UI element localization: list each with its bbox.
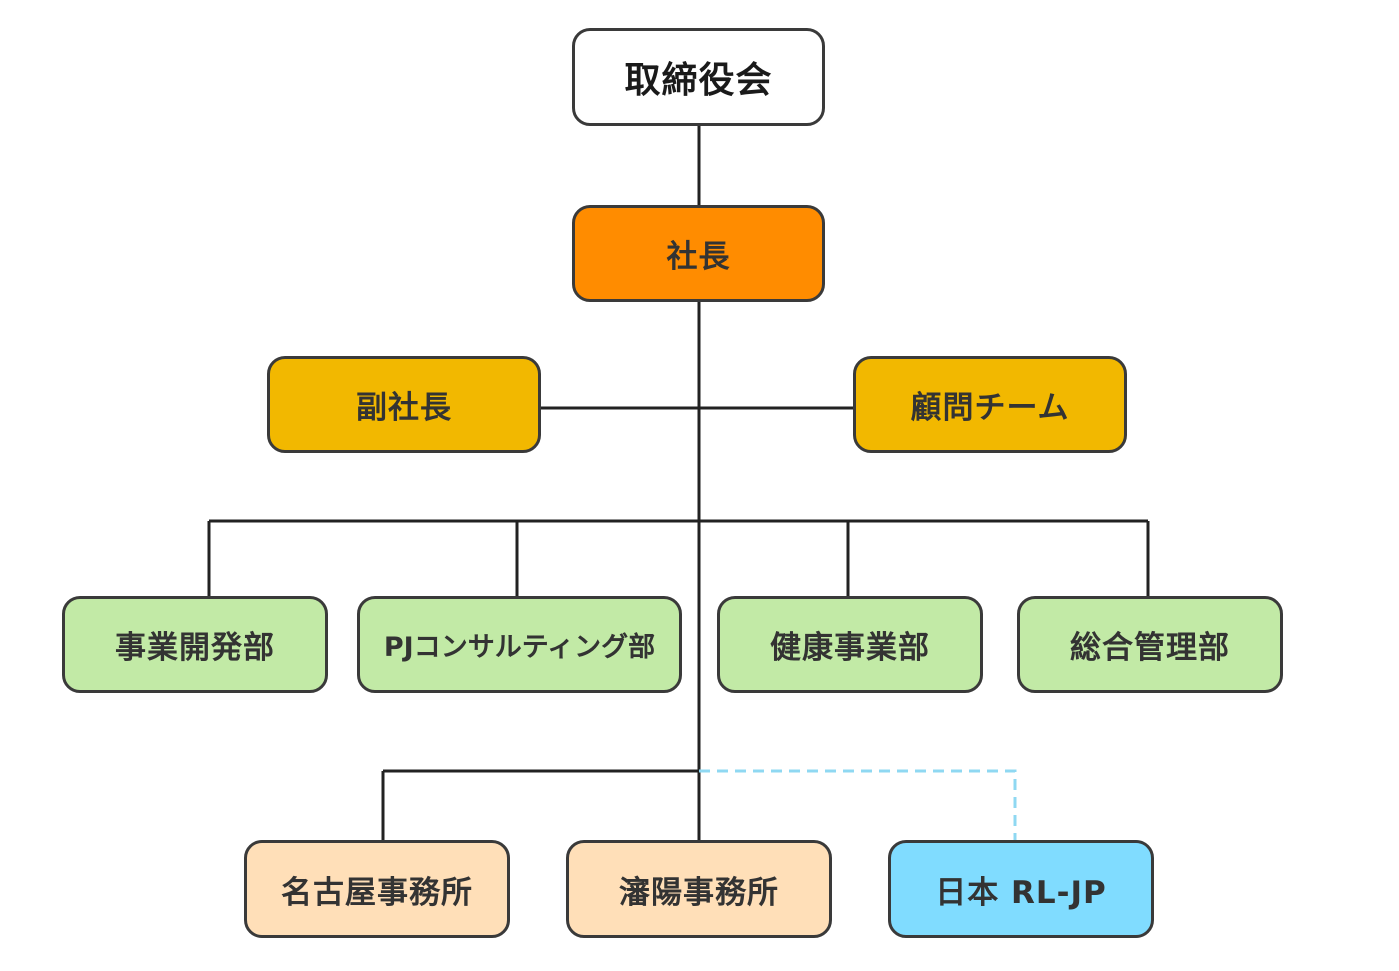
- node-department-label: 総合管理部: [1070, 630, 1230, 666]
- node-office-label: 瀋陽事務所: [619, 874, 779, 911]
- node-department-general-management: 総合管理部: [1017, 596, 1283, 693]
- node-vice-president: 副社長: [267, 356, 541, 453]
- node-president: 社長: [572, 205, 825, 302]
- node-advisory-team-label: 顧問チーム: [910, 390, 1070, 426]
- node-board-label: 取締役会: [624, 60, 773, 101]
- node-department-business-development: 事業開発部: [62, 596, 328, 693]
- connector-partner-dashed: [699, 769, 1017, 841]
- node-board: 取締役会: [572, 28, 825, 126]
- node-president-label: 社長: [666, 239, 731, 275]
- node-department-label: PJコンサルティング部: [383, 632, 656, 663]
- node-office-nagoya: 名古屋事務所: [244, 840, 510, 938]
- node-partner-label: 日本 RL-JP: [935, 874, 1107, 911]
- node-department-label: 健康事業部: [770, 630, 930, 666]
- node-partner-rl-jp: 日本 RL-JP: [888, 840, 1154, 938]
- node-department-pj-consulting: PJコンサルティング部: [357, 596, 682, 693]
- node-department-health: 健康事業部: [717, 596, 983, 693]
- node-advisory-team: 顧問チーム: [853, 356, 1127, 453]
- node-vice-president-label: 副社長: [356, 390, 452, 426]
- node-office-label: 名古屋事務所: [281, 874, 473, 911]
- node-department-label: 事業開発部: [115, 630, 275, 666]
- node-office-shenyang: 瀋陽事務所: [566, 840, 832, 938]
